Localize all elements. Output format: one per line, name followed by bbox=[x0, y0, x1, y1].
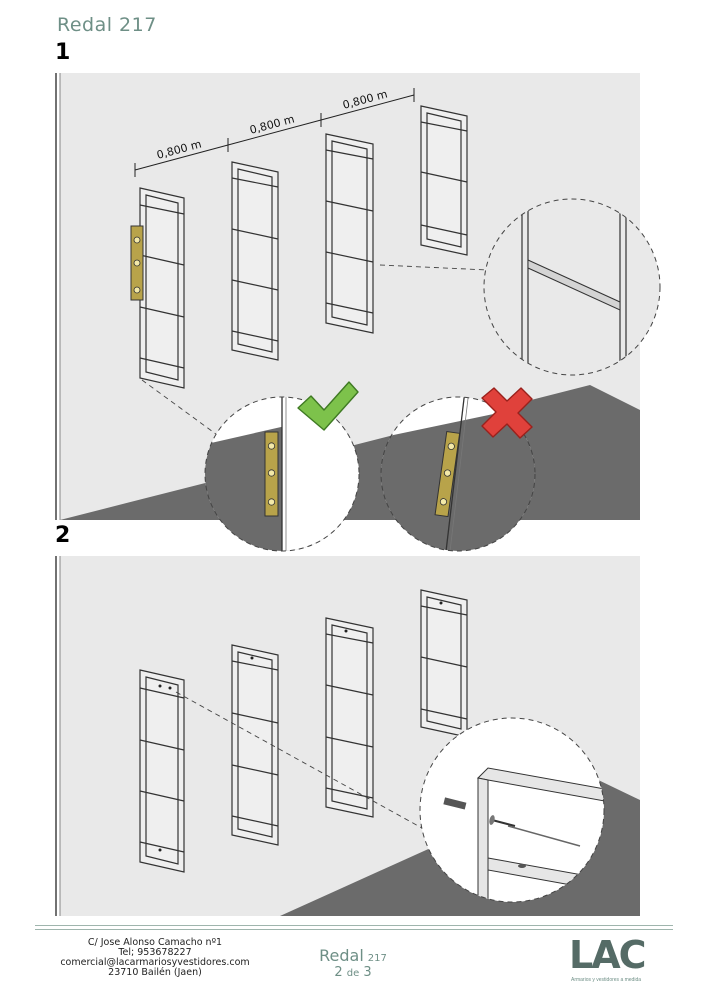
step1-panels bbox=[139, 105, 468, 389]
panel-3 bbox=[325, 617, 374, 818]
footer-product-model: 217 bbox=[367, 953, 387, 964]
detail-level-wrong bbox=[380, 396, 536, 552]
page-indicator: 2 de 3 bbox=[303, 965, 403, 980]
document-title: Redal 217 bbox=[57, 14, 157, 36]
panel-3 bbox=[325, 133, 374, 334]
footer-product-name: Redal bbox=[319, 946, 364, 965]
screw-icon bbox=[489, 815, 516, 827]
panel-2 bbox=[231, 161, 279, 361]
check-mark-icon bbox=[297, 381, 359, 431]
address-phone: Tel; 953678227 bbox=[118, 947, 192, 958]
panel-1 bbox=[139, 187, 185, 389]
address-street: C/ Jose Alonso Camacho nº1 bbox=[87, 937, 223, 948]
logo-letters: LAC bbox=[569, 933, 647, 977]
footer-divider-top bbox=[35, 925, 673, 926]
panel-4 bbox=[420, 105, 468, 256]
dimension-lines bbox=[134, 88, 415, 177]
footer-divider-bottom bbox=[35, 929, 673, 930]
company-logo: LAC Armarios y vestidores a medida bbox=[565, 935, 647, 985]
panel-4 bbox=[420, 589, 468, 738]
step2-scene bbox=[55, 556, 640, 916]
company-address: C/ Jose Alonso Camacho nº1 Tel; 95367822… bbox=[40, 938, 270, 978]
address-city: 23710 Bailén (Jaen) bbox=[108, 967, 202, 978]
step2-panels bbox=[139, 589, 468, 873]
page-separator: de bbox=[346, 968, 360, 979]
step1-scene: 0,800 m 0,800 m 0,800 m bbox=[55, 73, 661, 552]
detail-screw-anchor bbox=[419, 717, 605, 903]
screw-points bbox=[158, 601, 443, 852]
cross-mark-icon bbox=[481, 387, 533, 439]
detail-crossbar bbox=[483, 198, 661, 376]
step-number-1: 1 bbox=[55, 40, 71, 65]
spirit-level bbox=[130, 225, 144, 301]
wall-plug-icon bbox=[443, 797, 467, 810]
page-total: 3 bbox=[363, 965, 372, 980]
step-number-2: 2 bbox=[55, 523, 71, 548]
logo-tagline: Armarios y vestidores a medida bbox=[570, 977, 642, 983]
panel-1 bbox=[139, 669, 185, 873]
panel-2 bbox=[231, 644, 279, 846]
address-email: comercial@lacarmariosyvestidores.com bbox=[60, 957, 250, 968]
page-current: 2 bbox=[334, 965, 343, 980]
